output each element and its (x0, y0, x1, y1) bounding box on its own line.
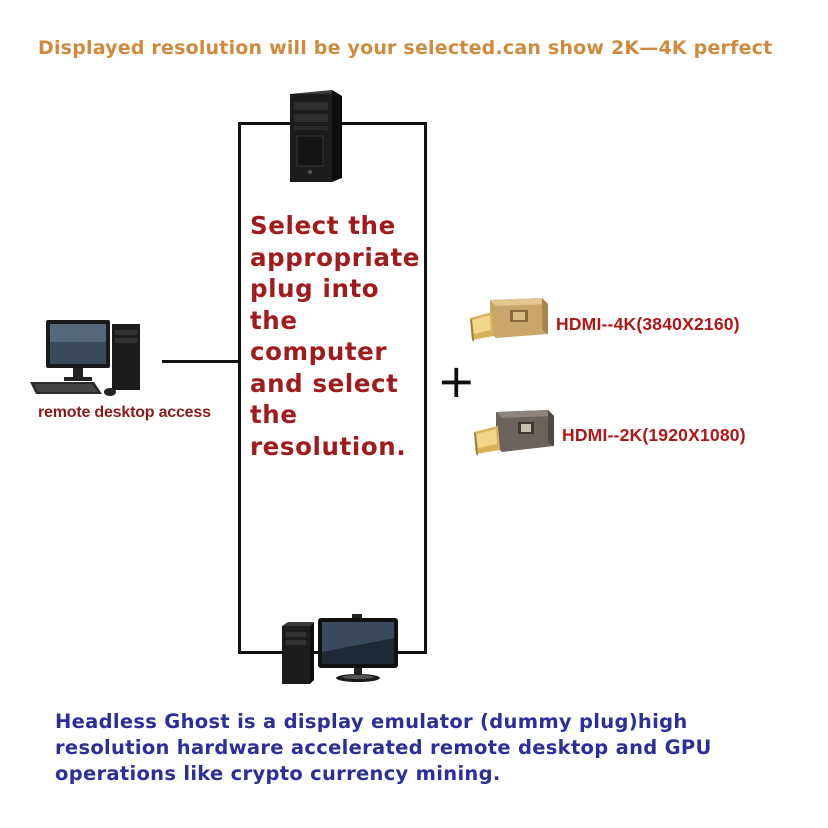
hdmi-plug-4k-icon (470, 298, 548, 342)
footer-line: resolution hardware accelerated remote d… (55, 736, 712, 759)
hdmi-2k-label: HDMI--2K(1920X1080) (562, 425, 746, 445)
instruction-line: computer (250, 337, 388, 366)
top-caption: Displayed resolution will be your select… (38, 37, 773, 59)
instruction-line: resolution. (250, 431, 407, 461)
instruction-line: Select the (250, 211, 396, 240)
plus-icon: + (437, 354, 476, 408)
instruction-line: appropriate (250, 242, 421, 272)
desktop-computer-icon (30, 320, 140, 396)
connection-line (162, 360, 240, 363)
instruction-line: plug into (250, 274, 380, 303)
tower-pc-icon (290, 90, 342, 182)
footer-line: Headless Ghost is a display emulator (du… (55, 710, 688, 733)
instruction-text: Select the appropriate plug into the com… (250, 210, 430, 462)
instruction-line: the (250, 305, 298, 335)
footer-description: Headless Ghost is a display emulator (du… (55, 709, 815, 787)
pc-with-monitor-icon (282, 614, 398, 684)
instruction-line: the (250, 400, 298, 429)
hdmi-4k-label: HDMI--4K(3840X2160) (556, 314, 740, 334)
instruction-line: and select (250, 368, 399, 398)
hdmi-plug-2k-icon (474, 410, 554, 456)
remote-desktop-label: remote desktop access (38, 404, 211, 421)
footer-line: operations like crypto currency mining. (55, 762, 501, 785)
